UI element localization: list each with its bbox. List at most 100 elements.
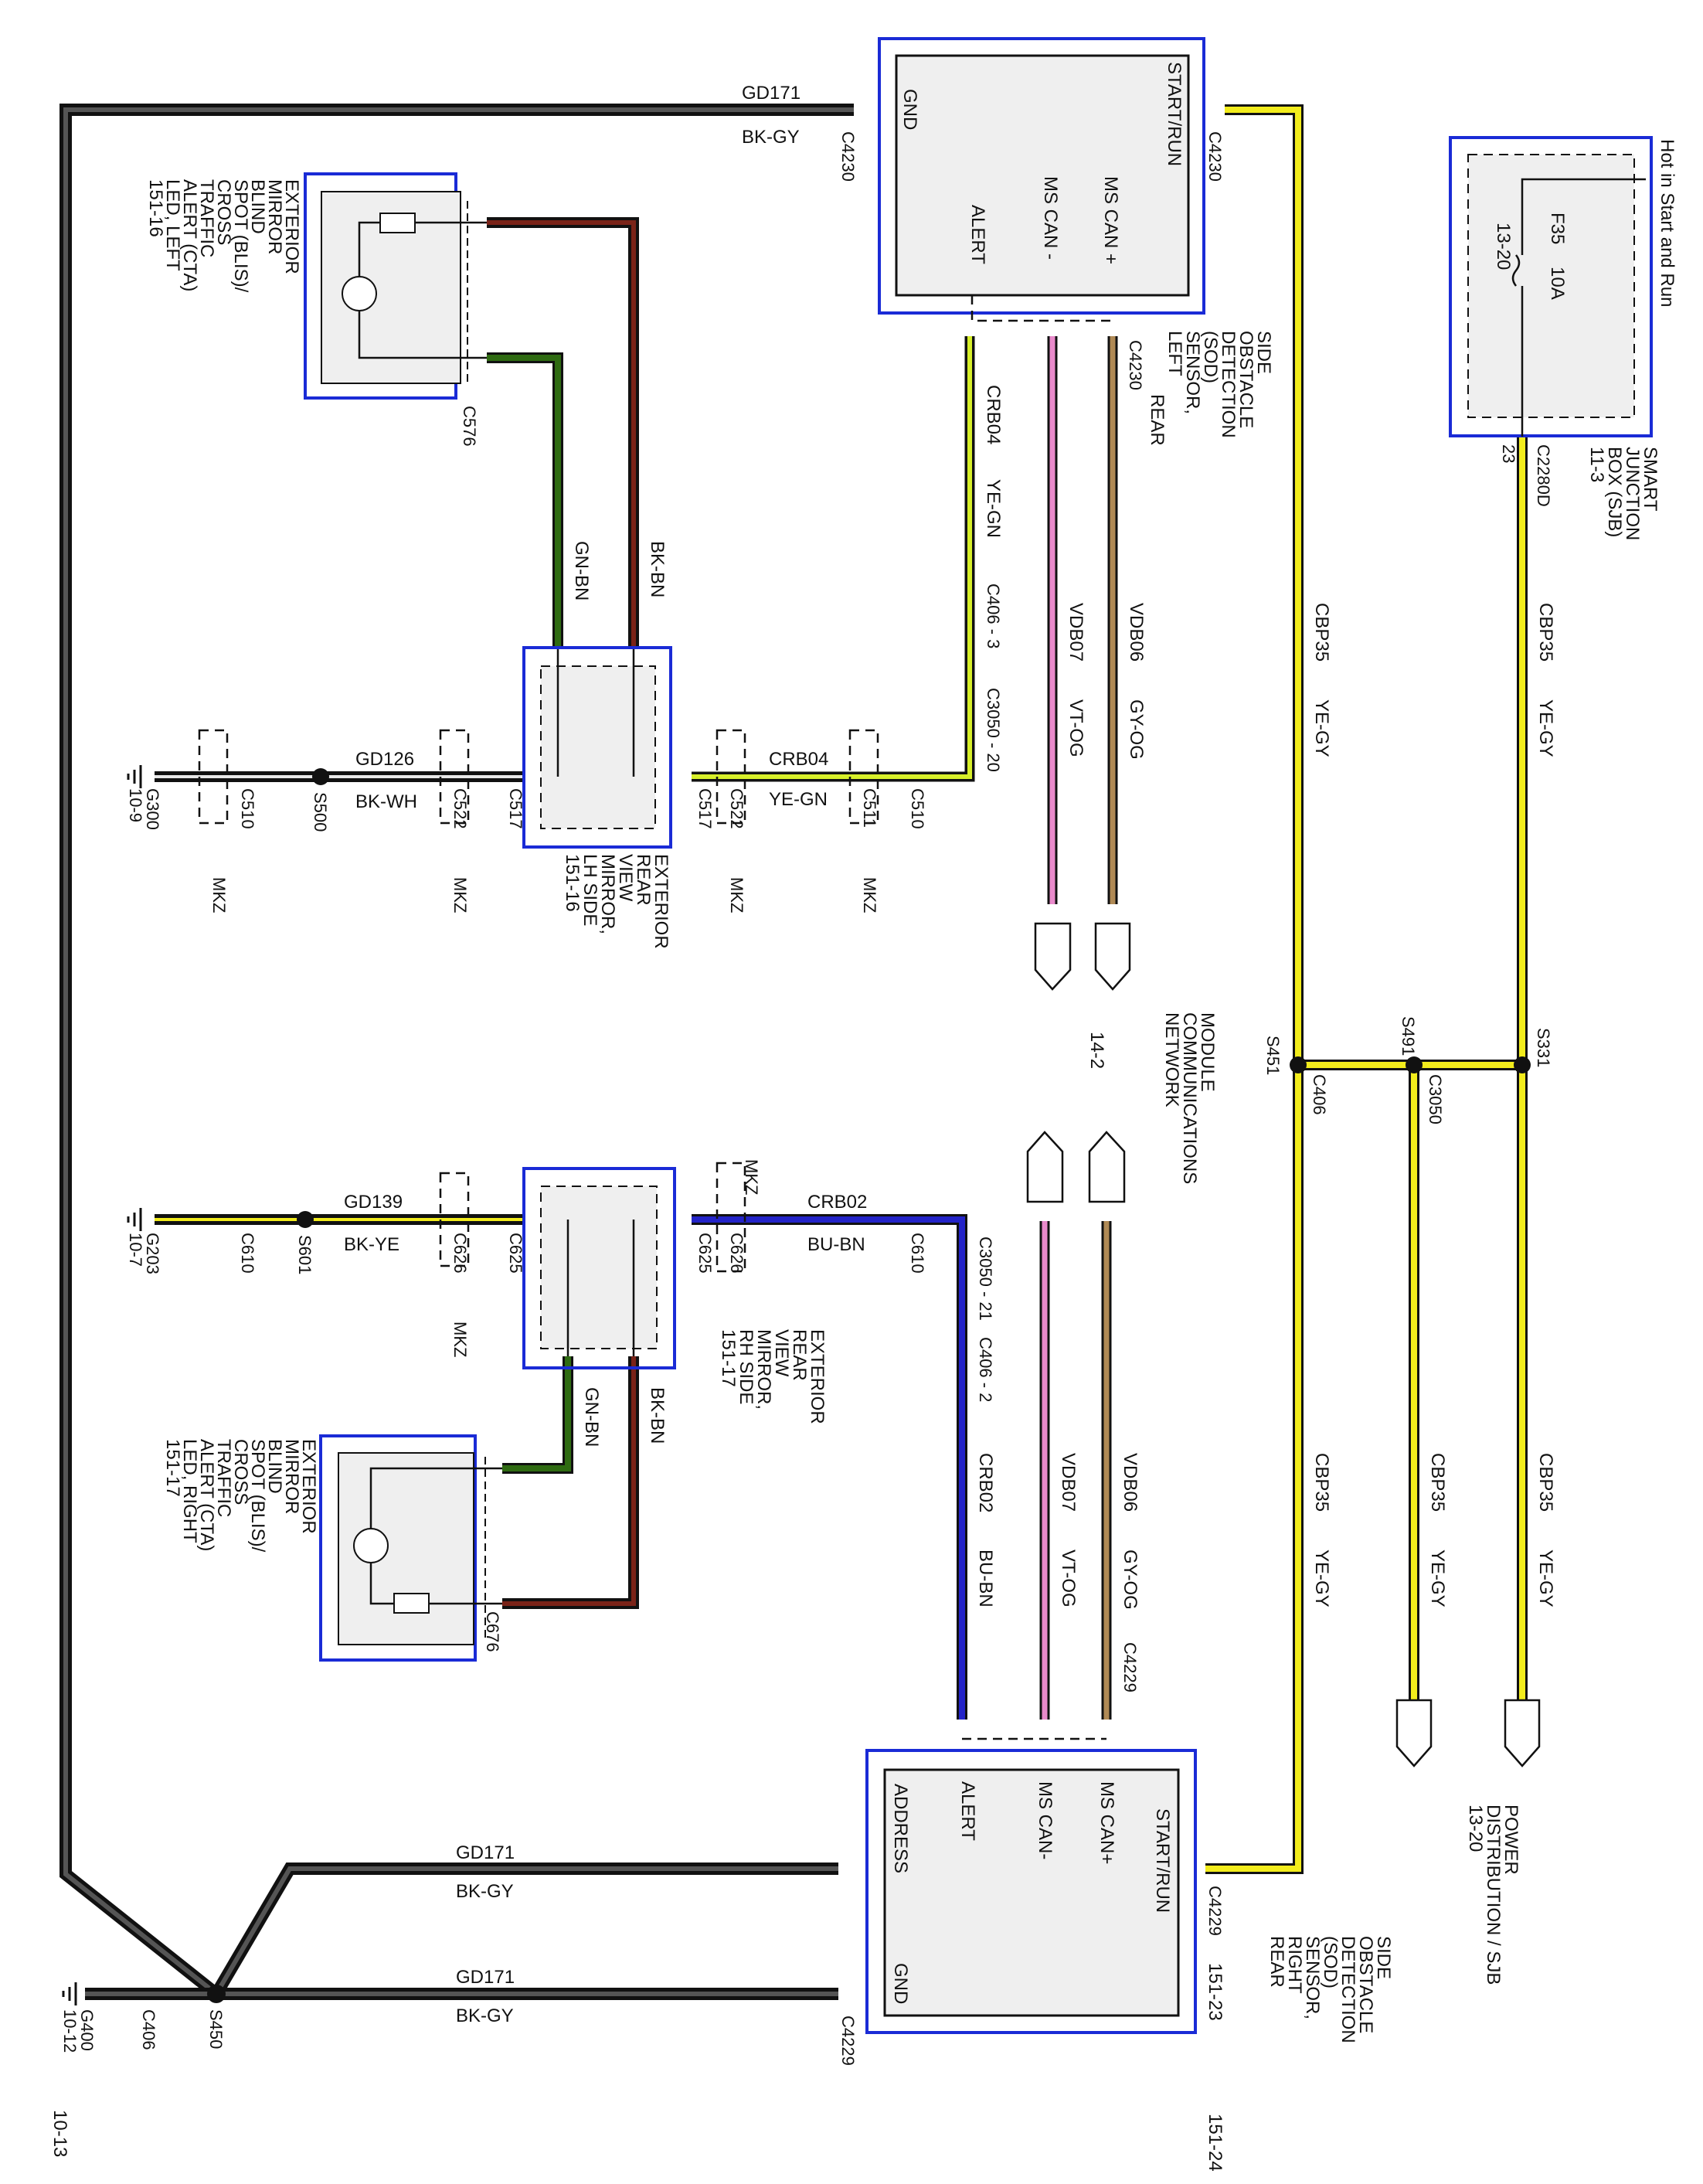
lbl-gd171-bot: GD171	[456, 1967, 515, 1988]
svg-text:(SOD): (SOD)	[1320, 1936, 1341, 1988]
svg-text:11-3: 11-3	[1586, 447, 1607, 482]
lbl-gd139: GD139	[344, 1192, 403, 1213]
mirror-lh-c517-b: C517	[695, 788, 715, 829]
svg-text:151-17: 151-17	[718, 1329, 739, 1387]
splice-s331	[1514, 1056, 1531, 1073]
mirror-lh-c522-a: C522	[450, 788, 470, 829]
inline-c406: C406	[1310, 1074, 1329, 1115]
svg-text:NETWORK: NETWORK	[1161, 1012, 1182, 1107]
svg-text:BLIND: BLIND	[247, 179, 268, 234]
wire-cbp35-sod	[1205, 104, 1304, 1874]
smart-junction-box	[1449, 136, 1653, 437]
svg-text:LED, RIGHT: LED, RIGHT	[179, 1439, 200, 1543]
lbl-s491: S491	[1399, 1016, 1418, 1056]
mirror-lh-c511: C511	[860, 788, 879, 828]
wire-crb04	[692, 336, 975, 782]
svg-text:MODULE: MODULE	[1197, 1012, 1218, 1092]
lbl-s451: S451	[1263, 1036, 1283, 1075]
inline-c510: C510	[238, 788, 257, 829]
mirror-lh-title: EXTERIOR REAR VIEW MIRROR, LH SIDE 151-1…	[562, 854, 671, 949]
led-right-title: EXTERIOR MIRROR BLIND SPOT (BLIS)/ CROSS…	[162, 1439, 319, 1553]
svg-text:151-23: 151-23	[1205, 1963, 1225, 2021]
sod-sensor-right-rear	[865, 1737, 1197, 2034]
wire-bk-bn-right	[502, 1356, 639, 1609]
svg-text:VIEW: VIEW	[615, 854, 636, 902]
lbl-crb04-v: CRB04	[983, 385, 1004, 444]
mkz-1: MKZ	[450, 877, 470, 913]
mirror-lh	[522, 646, 672, 849]
sjb-fuse-rating: 10A	[1547, 267, 1568, 300]
mkz-boxes	[198, 729, 879, 1273]
lbl-cbp35-b: CBP35	[1535, 603, 1556, 662]
lbl-bkwh: BK-WH	[355, 791, 417, 812]
sod-right-alert-label: ALERT	[957, 1781, 978, 1841]
wire-gn-bn-right	[502, 1356, 573, 1474]
lbl-bubn-v: BU-BN	[975, 1550, 996, 1607]
mirror-rh-c625-b: C625	[695, 1233, 715, 1274]
splice-s451	[1290, 1056, 1307, 1073]
sjb-pin: 23	[1499, 444, 1518, 463]
svg-text:EXTERIOR: EXTERIOR	[298, 1439, 319, 1534]
mkz-5: MKZ	[450, 1322, 470, 1357]
lbl-crb02-v: CRB02	[975, 1453, 996, 1512]
sod-left-conn-start: C4230	[1205, 131, 1225, 182]
inline-c406-3: C406 - 3	[984, 583, 1003, 648]
sod-right-conn-gnd: C4229	[838, 2016, 858, 2066]
svg-text:151-16: 151-16	[562, 854, 583, 912]
mirror-lh-c522-b: C522	[727, 788, 746, 829]
lbl-cbp35-c: CBP35	[1311, 1453, 1332, 1512]
lbl-gnbn-right: GN-BN	[581, 1387, 602, 1447]
sod-left-gnd-label: GND	[899, 89, 920, 130]
svg-text:SIDE: SIDE	[1253, 331, 1274, 374]
svg-text:SPOT (BLIS)/: SPOT (BLIS)/	[247, 1439, 268, 1553]
led-left	[304, 172, 487, 400]
sod-left-title: SIDE OBSTACLE DETECTION (SOD) SENSOR, LE…	[1147, 331, 1274, 446]
lbl-g300-ref: 10-9	[126, 788, 145, 822]
sjb-connector: C2280D	[1534, 444, 1553, 507]
power-connector	[1395, 1699, 1541, 1767]
inline-c406-2: C406 - 2	[976, 1337, 995, 1402]
led-left-connector: C576	[460, 406, 479, 447]
svg-text:MIRROR,: MIRROR,	[753, 1329, 774, 1410]
lbl-vtog-bot: VT-OG	[1058, 1550, 1079, 1607]
lbl-gnbn-left: GN-BN	[571, 541, 592, 600]
splice-s491	[1406, 1056, 1423, 1073]
svg-text:RH SIDE: RH SIDE	[736, 1329, 756, 1404]
lbl-s331: S331	[1534, 1028, 1553, 1067]
page-ref: 10-13	[49, 2110, 70, 2157]
svg-text:151-24: 151-24	[1205, 2114, 1225, 2172]
lbl-vdb06-top: VDB06	[1126, 603, 1147, 662]
svg-text:EXTERIOR: EXTERIOR	[651, 854, 671, 949]
mirror-lh-c517-a: C517	[506, 788, 525, 829]
sjb-hot-label: Hot in Start and Run	[1657, 139, 1678, 307]
wire-gn-bn-left	[487, 352, 563, 649]
svg-text:LEFT: LEFT	[1164, 331, 1185, 376]
svg-text:TRAFFIC: TRAFFIC	[196, 179, 217, 257]
lbl-yegy-b: YE-GY	[1535, 699, 1556, 757]
sod-left-start-label: START/RUN	[1164, 62, 1185, 166]
wire-bk-bn-left	[487, 217, 639, 649]
svg-text:REAR: REAR	[1147, 394, 1168, 446]
lbl-gd171-mid: GD171	[456, 1842, 515, 1863]
lbl-g203-ref: 10-7	[126, 1233, 145, 1267]
svg-text:SENSOR,: SENSOR,	[1182, 331, 1203, 414]
mirror-rh-c626-a: C626	[450, 1233, 470, 1274]
network-title: MODULE COMMUNICATIONS NETWORK 14-2	[1086, 1012, 1218, 1184]
svg-text:ALERT (CTA): ALERT (CTA)	[196, 1439, 217, 1551]
lbl-g300: G300	[143, 788, 162, 830]
mirror-rh-c626-b: C626	[727, 1233, 746, 1274]
sod-right-conn-start: C4229	[1205, 1886, 1225, 1936]
lbl-bkgy-mid: BK-GY	[456, 1881, 514, 1902]
power-title: POWER DISTRIBUTION / SJB 13-20	[1465, 1805, 1521, 1985]
lbl-bubn-h: BU-BN	[807, 1234, 865, 1255]
wire-crb02	[692, 1214, 967, 1720]
inline-c406-bot: C406	[139, 2009, 158, 2050]
svg-text:MIRROR: MIRROR	[264, 179, 285, 254]
lbl-crb04-h: CRB04	[769, 749, 828, 770]
wire-vdb07	[1039, 336, 1058, 1720]
svg-text:COMMUNICATIONS: COMMUNICATIONS	[1179, 1012, 1200, 1184]
splice-s601	[297, 1211, 314, 1228]
sod-left-mscan-plus-label: MS CAN +	[1100, 176, 1121, 264]
svg-text:13-20: 13-20	[1465, 1805, 1486, 1852]
svg-text:POWER: POWER	[1501, 1805, 1521, 1875]
